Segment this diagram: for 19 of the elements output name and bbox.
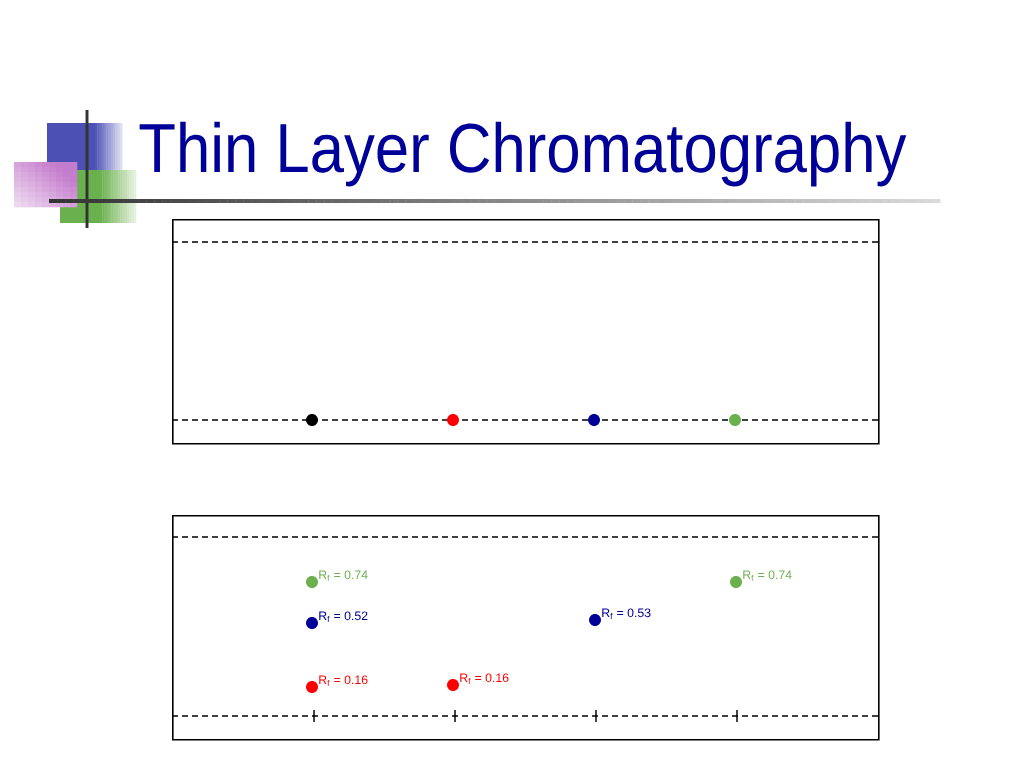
spot: [306, 617, 318, 629]
spot: [306, 576, 318, 588]
rf-label: R$_{f}$ = 0.52: [319, 611, 368, 623]
rf-label: R$_{f}$ = 0.53: [602, 608, 651, 620]
spot: [447, 679, 459, 691]
spot: [306, 414, 318, 426]
rf-label: R$_{f}$ = 0.74: [319, 570, 368, 582]
tlc-plate: [172, 515, 880, 741]
spot: [447, 414, 459, 426]
rf-label: R$_{f}$ = 0.16: [319, 675, 368, 687]
rf-label: R$_{f}$ = 0.16: [460, 673, 509, 685]
rf-label: R$_{f}$ = 0.74: [743, 570, 792, 582]
title: Thin Layer Chromatography: [139, 121, 907, 187]
spot: [588, 414, 600, 426]
tlc-plate: [172, 219, 880, 445]
spot: [589, 614, 601, 626]
spot: [729, 414, 741, 426]
spot: [306, 681, 318, 693]
spot: [730, 576, 742, 588]
